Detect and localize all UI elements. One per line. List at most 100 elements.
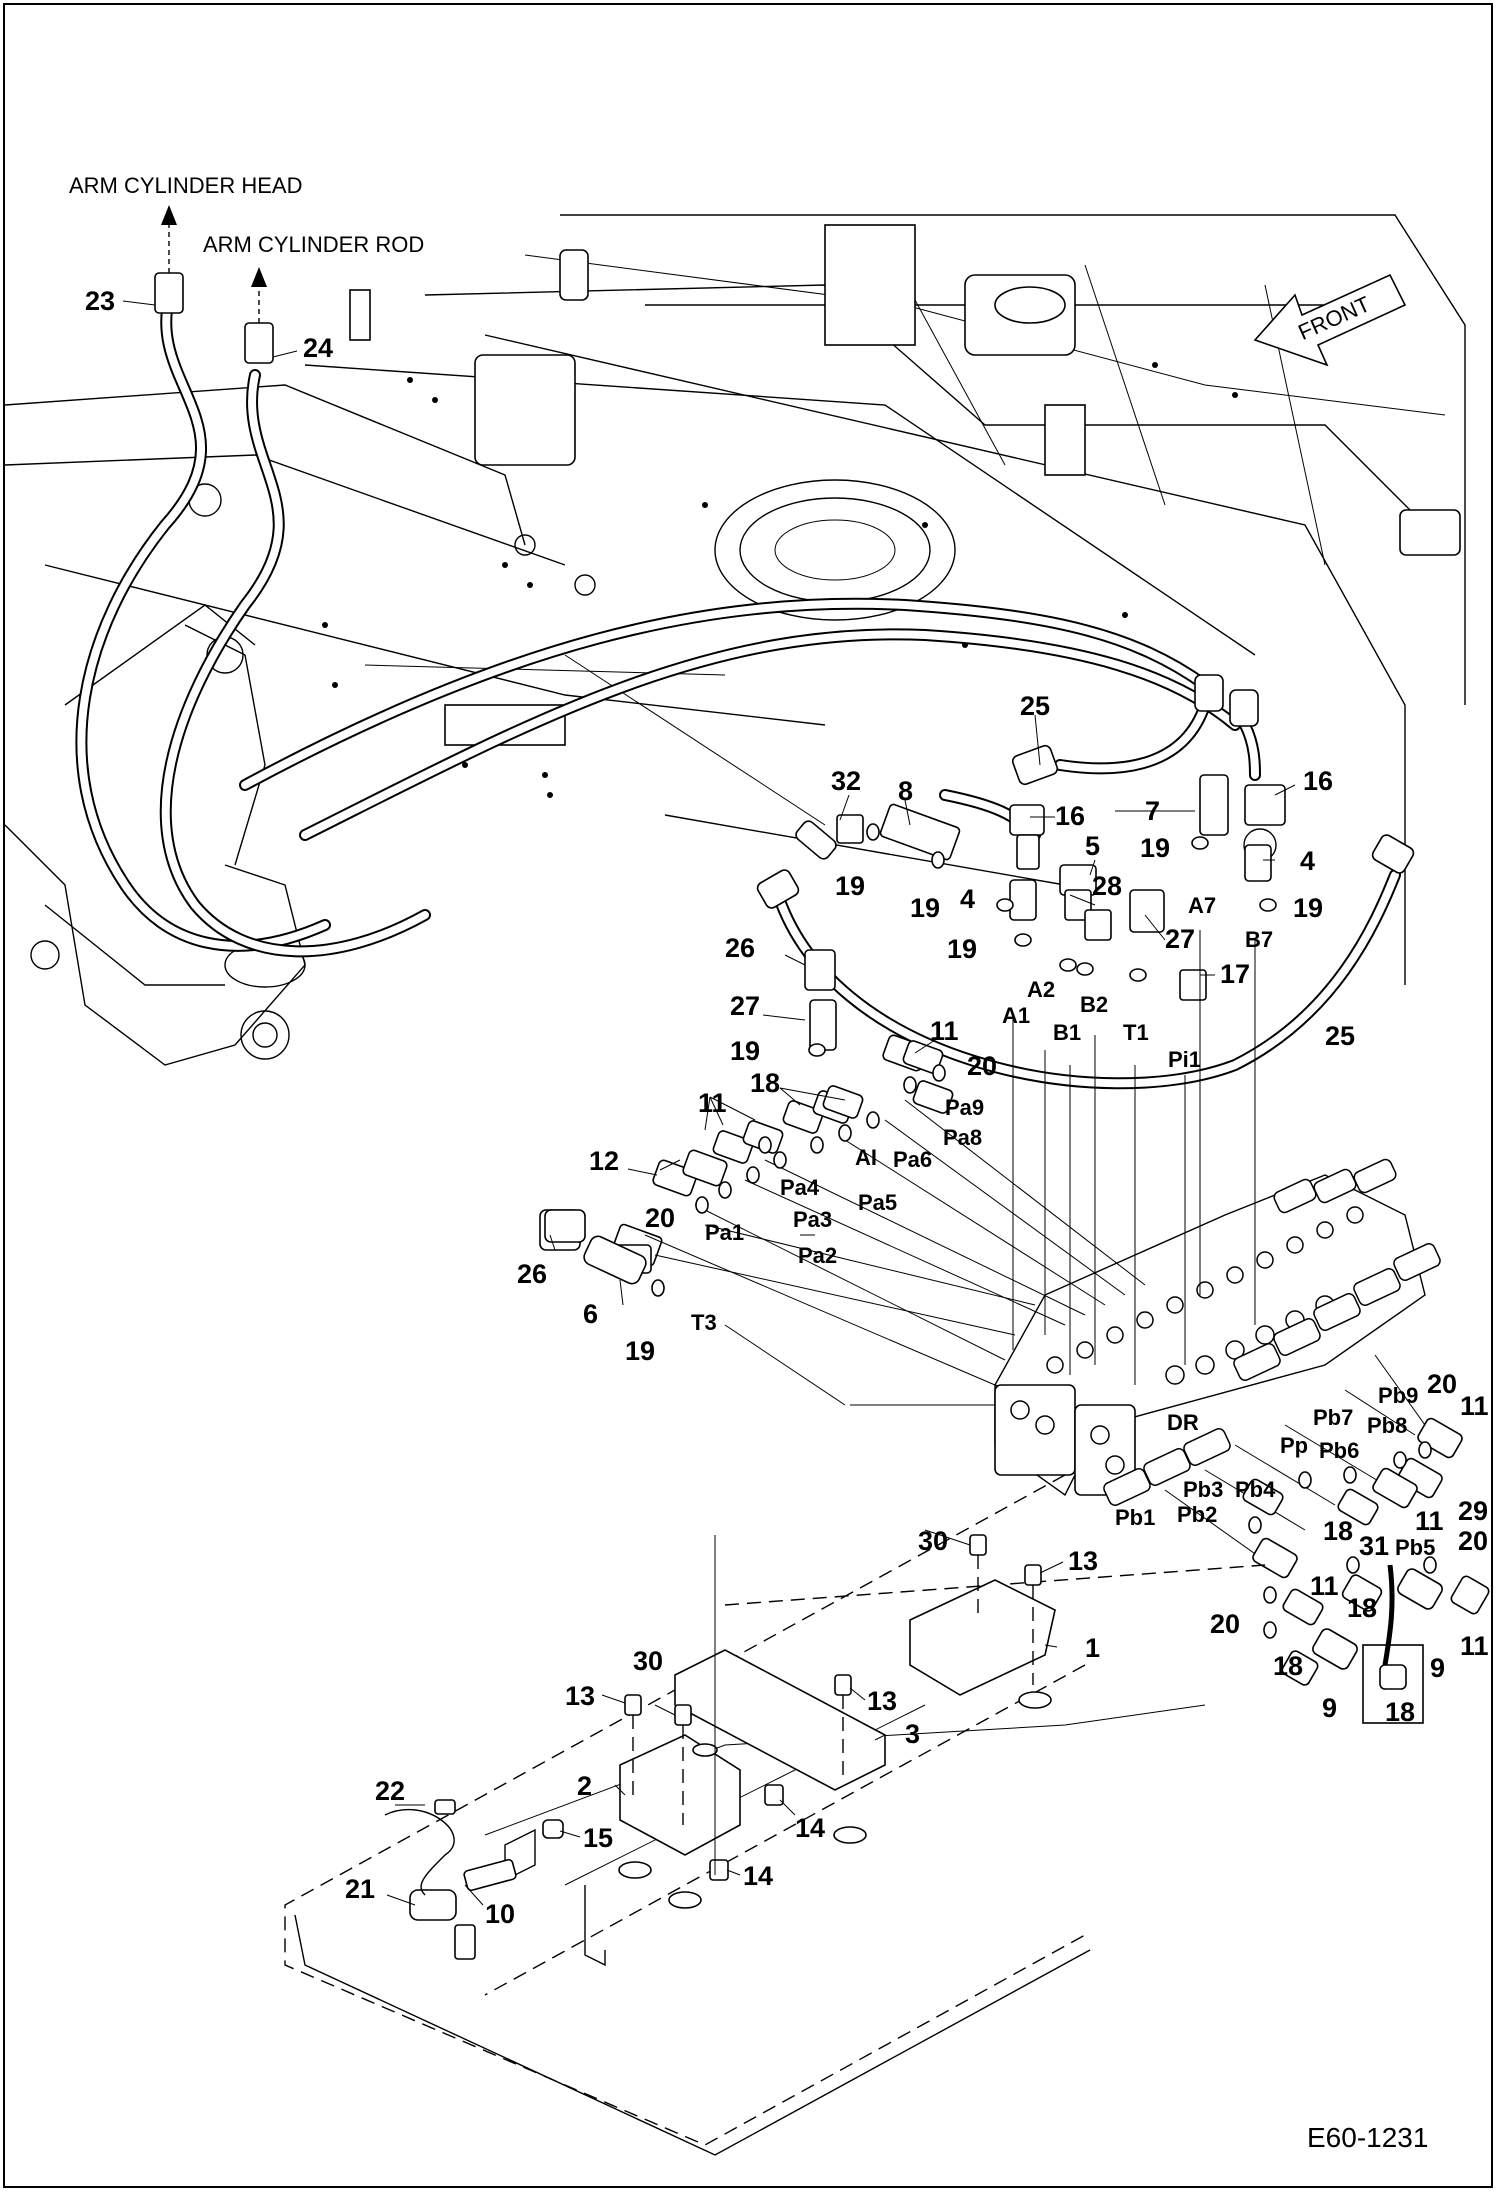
callout-30: 30 [633, 1646, 663, 1676]
cover-plate-3 [674, 1649, 886, 1791]
hydraulic-parts-diagram: FRONT ARM CYLINDER HEAD ARM CYLINDER ROD… [5, 173, 1490, 2156]
arm-cylinder-rod-label: ARM CYLINDER ROD [203, 232, 424, 257]
port-label-ai: AI [855, 1145, 877, 1170]
callout-6: 6 [583, 1299, 598, 1329]
callout-12: 12 [589, 1146, 619, 1176]
callout-11: 11 [698, 1088, 727, 1118]
callout-11: 11 [1460, 1631, 1489, 1661]
callout-20: 20 [1427, 1369, 1457, 1399]
callout-4: 4 [1300, 846, 1315, 876]
port-label-pb7: Pb7 [1313, 1405, 1353, 1430]
port-label-pp: Pp [1280, 1433, 1308, 1458]
callout-9: 9 [1430, 1653, 1445, 1683]
callout-32: 32 [831, 766, 861, 796]
callout-4: 4 [960, 884, 975, 914]
port-label-pa2: Pa2 [798, 1243, 837, 1268]
port-label-pa9: Pa9 [945, 1095, 984, 1120]
port-label-pb2: Pb2 [1177, 1502, 1217, 1527]
port-label-pb4: Pb4 [1235, 1477, 1276, 1502]
port-label-pa5: Pa5 [858, 1190, 897, 1215]
callout-20: 20 [967, 1051, 997, 1081]
lower-frame-structure [284, 1474, 1266, 2156]
callout-5: 5 [1085, 831, 1100, 861]
callout-18: 18 [750, 1068, 780, 1098]
callout-20: 20 [1210, 1609, 1240, 1639]
port-label-pi1: Pi1 [1168, 1047, 1201, 1072]
callout-19: 19 [1293, 893, 1323, 923]
port-label-t3: T3 [691, 1310, 717, 1335]
callout-25: 25 [1020, 691, 1050, 721]
callout-20: 20 [1458, 1526, 1488, 1556]
callout-26: 26 [517, 1259, 547, 1289]
callout-3: 3 [905, 1719, 920, 1749]
callout-27: 27 [730, 991, 760, 1021]
callout-leaders [122, 300, 1296, 1906]
diagram-frame: FRONT ARM CYLINDER HEAD ARM CYLINDER ROD… [3, 3, 1493, 2188]
upper-frame-structure [5, 214, 1466, 985]
callout-27: 27 [1165, 924, 1195, 954]
callout-19: 19 [625, 1336, 655, 1366]
callout-19: 19 [947, 934, 977, 964]
cover-plate-2 [619, 1734, 741, 1856]
callout-19: 19 [730, 1036, 760, 1066]
callout-20: 20 [645, 1203, 675, 1233]
callout-15: 15 [583, 1823, 613, 1853]
callout-10: 10 [485, 1899, 515, 1929]
arm-cylinder-head-label: ARM CYLINDER HEAD [69, 173, 302, 198]
port-leader-lines [644, 930, 1426, 1576]
arm-cylinder-hoses [75, 205, 431, 958]
boom-bracket [5, 604, 306, 1066]
port-label-a7: A7 [1188, 893, 1216, 918]
callout-14: 14 [743, 1861, 773, 1891]
callout-16: 16 [1303, 766, 1333, 796]
hose-fitting-24 [244, 322, 274, 364]
port-label-pa1: Pa1 [705, 1220, 744, 1245]
callout-29: 29 [1458, 1496, 1488, 1526]
callout-19: 19 [1140, 833, 1170, 863]
callout-numbers: 23 24 25 25 32 8 16 16 7 5 28 19 19 19 1… [85, 286, 1489, 1929]
callout-23: 23 [85, 286, 115, 316]
callout-18: 18 [1323, 1516, 1353, 1546]
port-label-pb6: Pb6 [1319, 1438, 1359, 1463]
callout-24: 24 [303, 333, 333, 363]
port-label-b7: B7 [1245, 927, 1273, 952]
callout-11: 11 [930, 1016, 959, 1046]
arrow-up-icon [161, 205, 177, 225]
port-label-pa6: Pa6 [893, 1147, 932, 1172]
port-label-b2: B2 [1080, 992, 1108, 1017]
port-label-pa8: Pa8 [943, 1125, 982, 1150]
callout-18: 18 [1347, 1593, 1377, 1623]
port-label-pb9: Pb9 [1378, 1383, 1418, 1408]
callout-19: 19 [910, 893, 940, 923]
callout-28: 28 [1092, 871, 1122, 901]
callout-13: 13 [565, 1681, 595, 1711]
port-label-a1: A1 [1002, 1003, 1030, 1028]
callout-14: 14 [795, 1813, 825, 1843]
callout-16: 16 [1055, 801, 1085, 831]
callout-11: 11 [1415, 1506, 1444, 1536]
port-label-pb8: Pb8 [1367, 1413, 1407, 1438]
hoses-25 [239, 597, 1415, 1090]
callout-11: 11 [1460, 1391, 1489, 1421]
arrow-up-icon [251, 267, 267, 287]
port-label-pb5: Pb5 [1395, 1535, 1435, 1560]
callout-30: 30 [918, 1526, 948, 1556]
detail-box-18 [1362, 1644, 1424, 1724]
callout-19: 19 [835, 871, 865, 901]
callout-22: 22 [375, 1776, 405, 1806]
port-label-a2: A2 [1027, 977, 1055, 1002]
port-labels: A7 B7 A1 A2 B1 B2 T1 Pi1 Pa9 Pa8 Pa6 AI … [691, 893, 1435, 1560]
callout-1: 1 [1085, 1633, 1100, 1663]
callout-17: 17 [1220, 959, 1250, 989]
reference-code: E60-1231 [1307, 2122, 1428, 2153]
callout-7: 7 [1145, 796, 1160, 826]
port-label-pa3: Pa3 [793, 1207, 832, 1232]
callout-13: 13 [1068, 1546, 1098, 1576]
callout-26: 26 [725, 933, 755, 963]
callout-31: 31 [1359, 1531, 1389, 1561]
callout-18: 18 [1385, 1697, 1415, 1727]
cover-plate-1 [909, 1579, 1056, 1696]
callout-18: 18 [1273, 1651, 1303, 1681]
callout-2: 2 [577, 1771, 592, 1801]
callout-9: 9 [1322, 1693, 1337, 1723]
